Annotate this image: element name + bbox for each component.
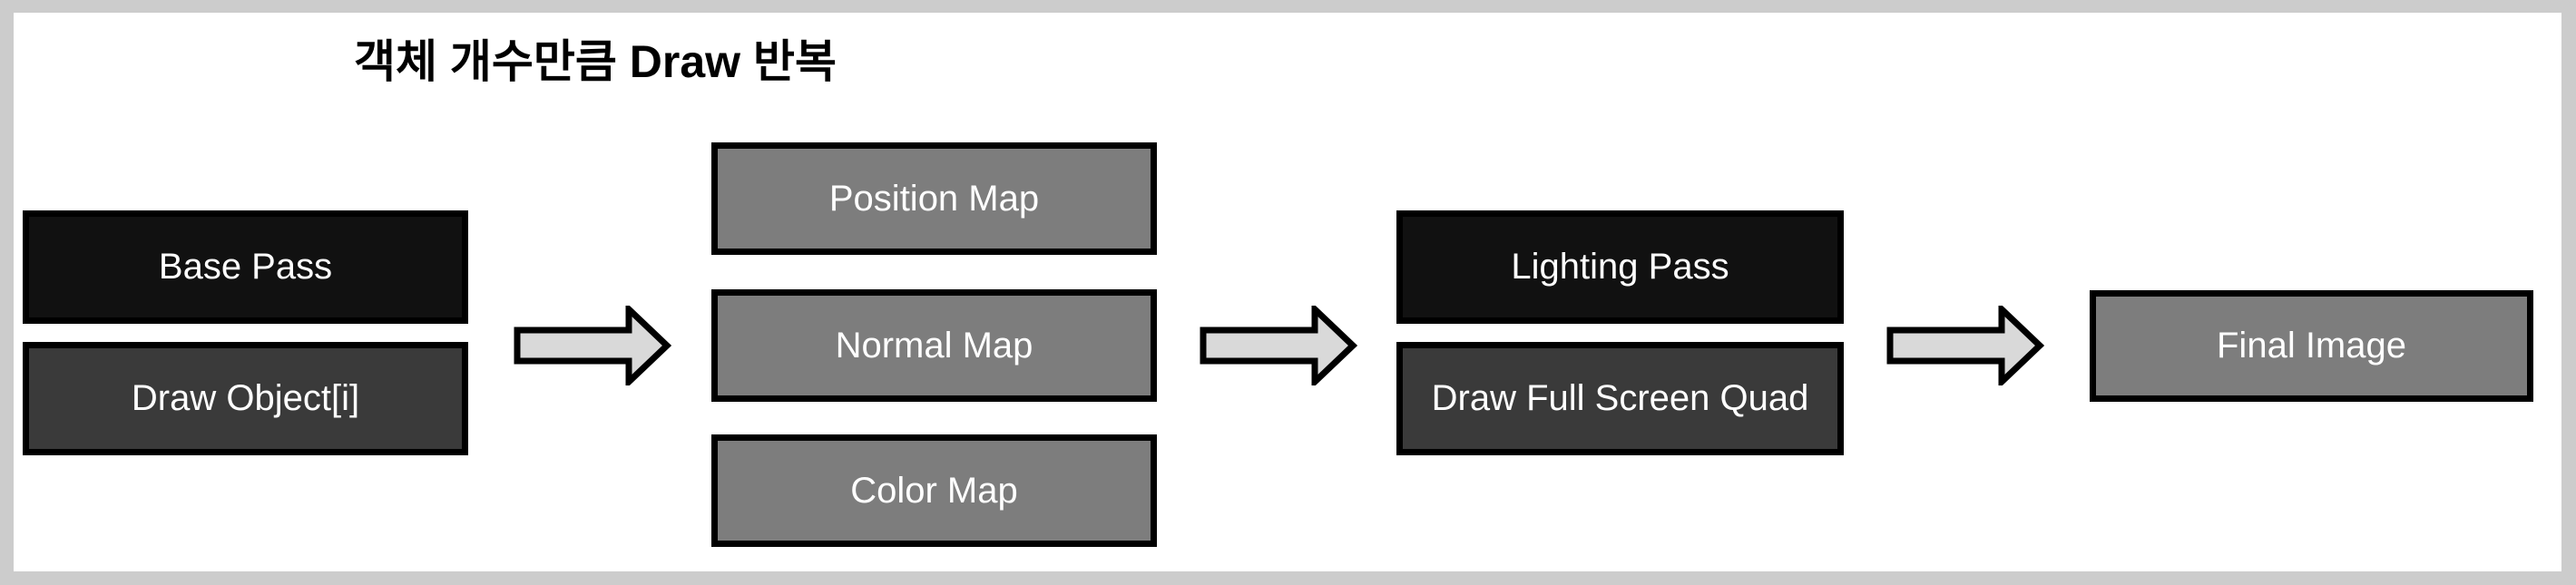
diagram-title: 객체 개수만큼 Draw 반복: [354, 36, 837, 87]
final-image-label: Final Image: [2217, 326, 2406, 366]
flow-arrow-icon: [514, 306, 671, 385]
color-map-label: Color Map: [850, 470, 1018, 511]
draw-object-label: Draw Object[i]: [131, 378, 360, 418]
final-image-box: Final Image: [2090, 290, 2533, 402]
base-pass-box: Base Pass: [23, 210, 468, 324]
flow-arrow-icon: [1200, 306, 1357, 385]
position-map-label: Position Map: [828, 178, 1040, 219]
normal-map-box: Normal Map: [711, 289, 1157, 402]
position-map-box: Position Map: [711, 142, 1157, 255]
draw-full-screen-quad-box: Draw Full Screen Quad: [1396, 342, 1844, 455]
flow-arrow-icon: [1886, 306, 2044, 385]
color-map-box: Color Map: [711, 434, 1157, 547]
normal-map-label: Normal Map: [835, 325, 1033, 366]
draw-full-screen-quad-label: Draw Full Screen Quad: [1431, 378, 1809, 418]
lighting-pass-label: Lighting Pass: [1511, 247, 1729, 287]
lighting-pass-box: Lighting Pass: [1396, 210, 1844, 324]
draw-object-box: Draw Object[i]: [23, 342, 468, 455]
base-pass-label: Base Pass: [158, 247, 333, 287]
